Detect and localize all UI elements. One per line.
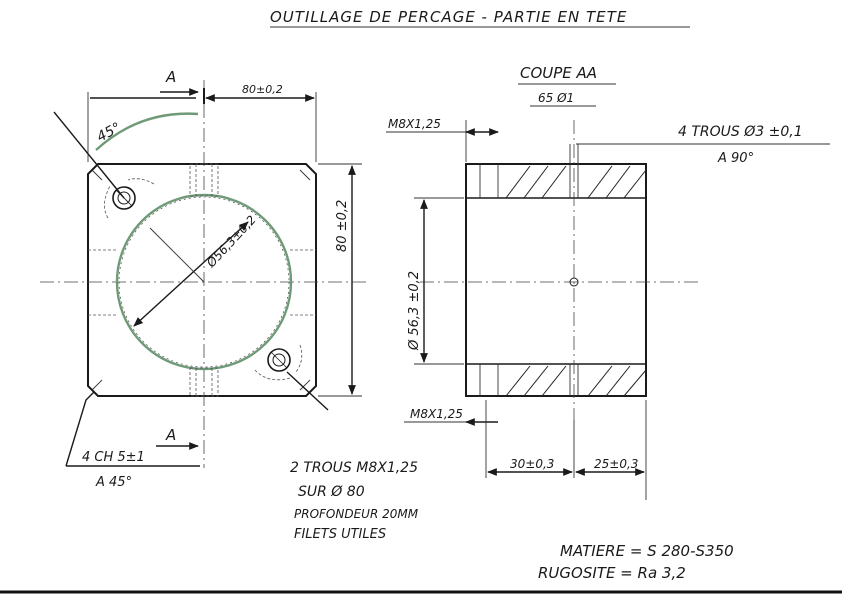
section-body-outline [465,163,647,397]
front-bore-circle [115,193,293,371]
front-holes-note-line1: 2 TROUS M8X1,25 [290,460,418,476]
front-hole-lower-right [267,348,291,372]
front-hidden-slots [88,163,316,397]
section-bore-dim-label: Ø 56,3 ±0,2 [407,271,422,351]
section-holes-note-line1: 4 TROUS Ø3 ±0,1 [678,124,803,140]
front-width-dim-label: 80±0,2 [242,83,283,96]
section-hatch-top [505,165,647,199]
section-view: COUPE AA 65 Ø1 [386,64,830,500]
chamfer-note-line2: A 45° [95,475,132,490]
front-view: Ø56,3±0,2 80±0,2 A A 45° 80 ±0,2 4 CH 5±… [40,68,419,542]
roughness-line: RUGOSITE = Ra 3,2 [538,564,686,582]
section-thread-bottom: M8X1,25 [410,407,463,421]
section-dim-right: 25±0,3 [594,457,638,471]
chamfer-note-line1: 4 CH 5±1 [82,450,145,465]
front-angle-label: 45° [94,120,123,146]
section-mark-top: A [165,68,176,86]
section-title: COUPE AA [520,64,597,82]
front-holes-note-line3: PROFONDEUR 20MM [294,507,419,521]
front-angle-arc [95,112,199,151]
drawing-title: OUTILLAGE DE PERCAGE - PARTIE EN TETE [270,8,627,26]
front-holes-note-line4: FILETS UTILES [294,527,386,542]
front-holes-note-line2: SUR Ø 80 [298,484,365,500]
section-dim-left: 30±0,3 [510,457,554,471]
material-line: MATIERE = S 280-S350 [560,542,734,560]
section-mark-bottom: A [165,426,176,444]
section-center-mark [569,277,579,287]
front-bore-dim-label: Ø56,3±0,2 [203,213,258,271]
material-block: MATIERE = S 280-S350 RUGOSITE = Ra 3,2 [538,542,734,582]
section-hatch-bottom [505,365,647,397]
front-bore-dim-line [133,221,249,327]
section-holes-note-line2: A 90° [717,151,754,166]
section-thread-top: M8X1,25 [388,117,441,131]
front-body-outline [87,163,317,397]
section-scale: 65 Ø1 [538,91,574,105]
front-height-dim-label: 80 ±0,2 [335,200,350,252]
